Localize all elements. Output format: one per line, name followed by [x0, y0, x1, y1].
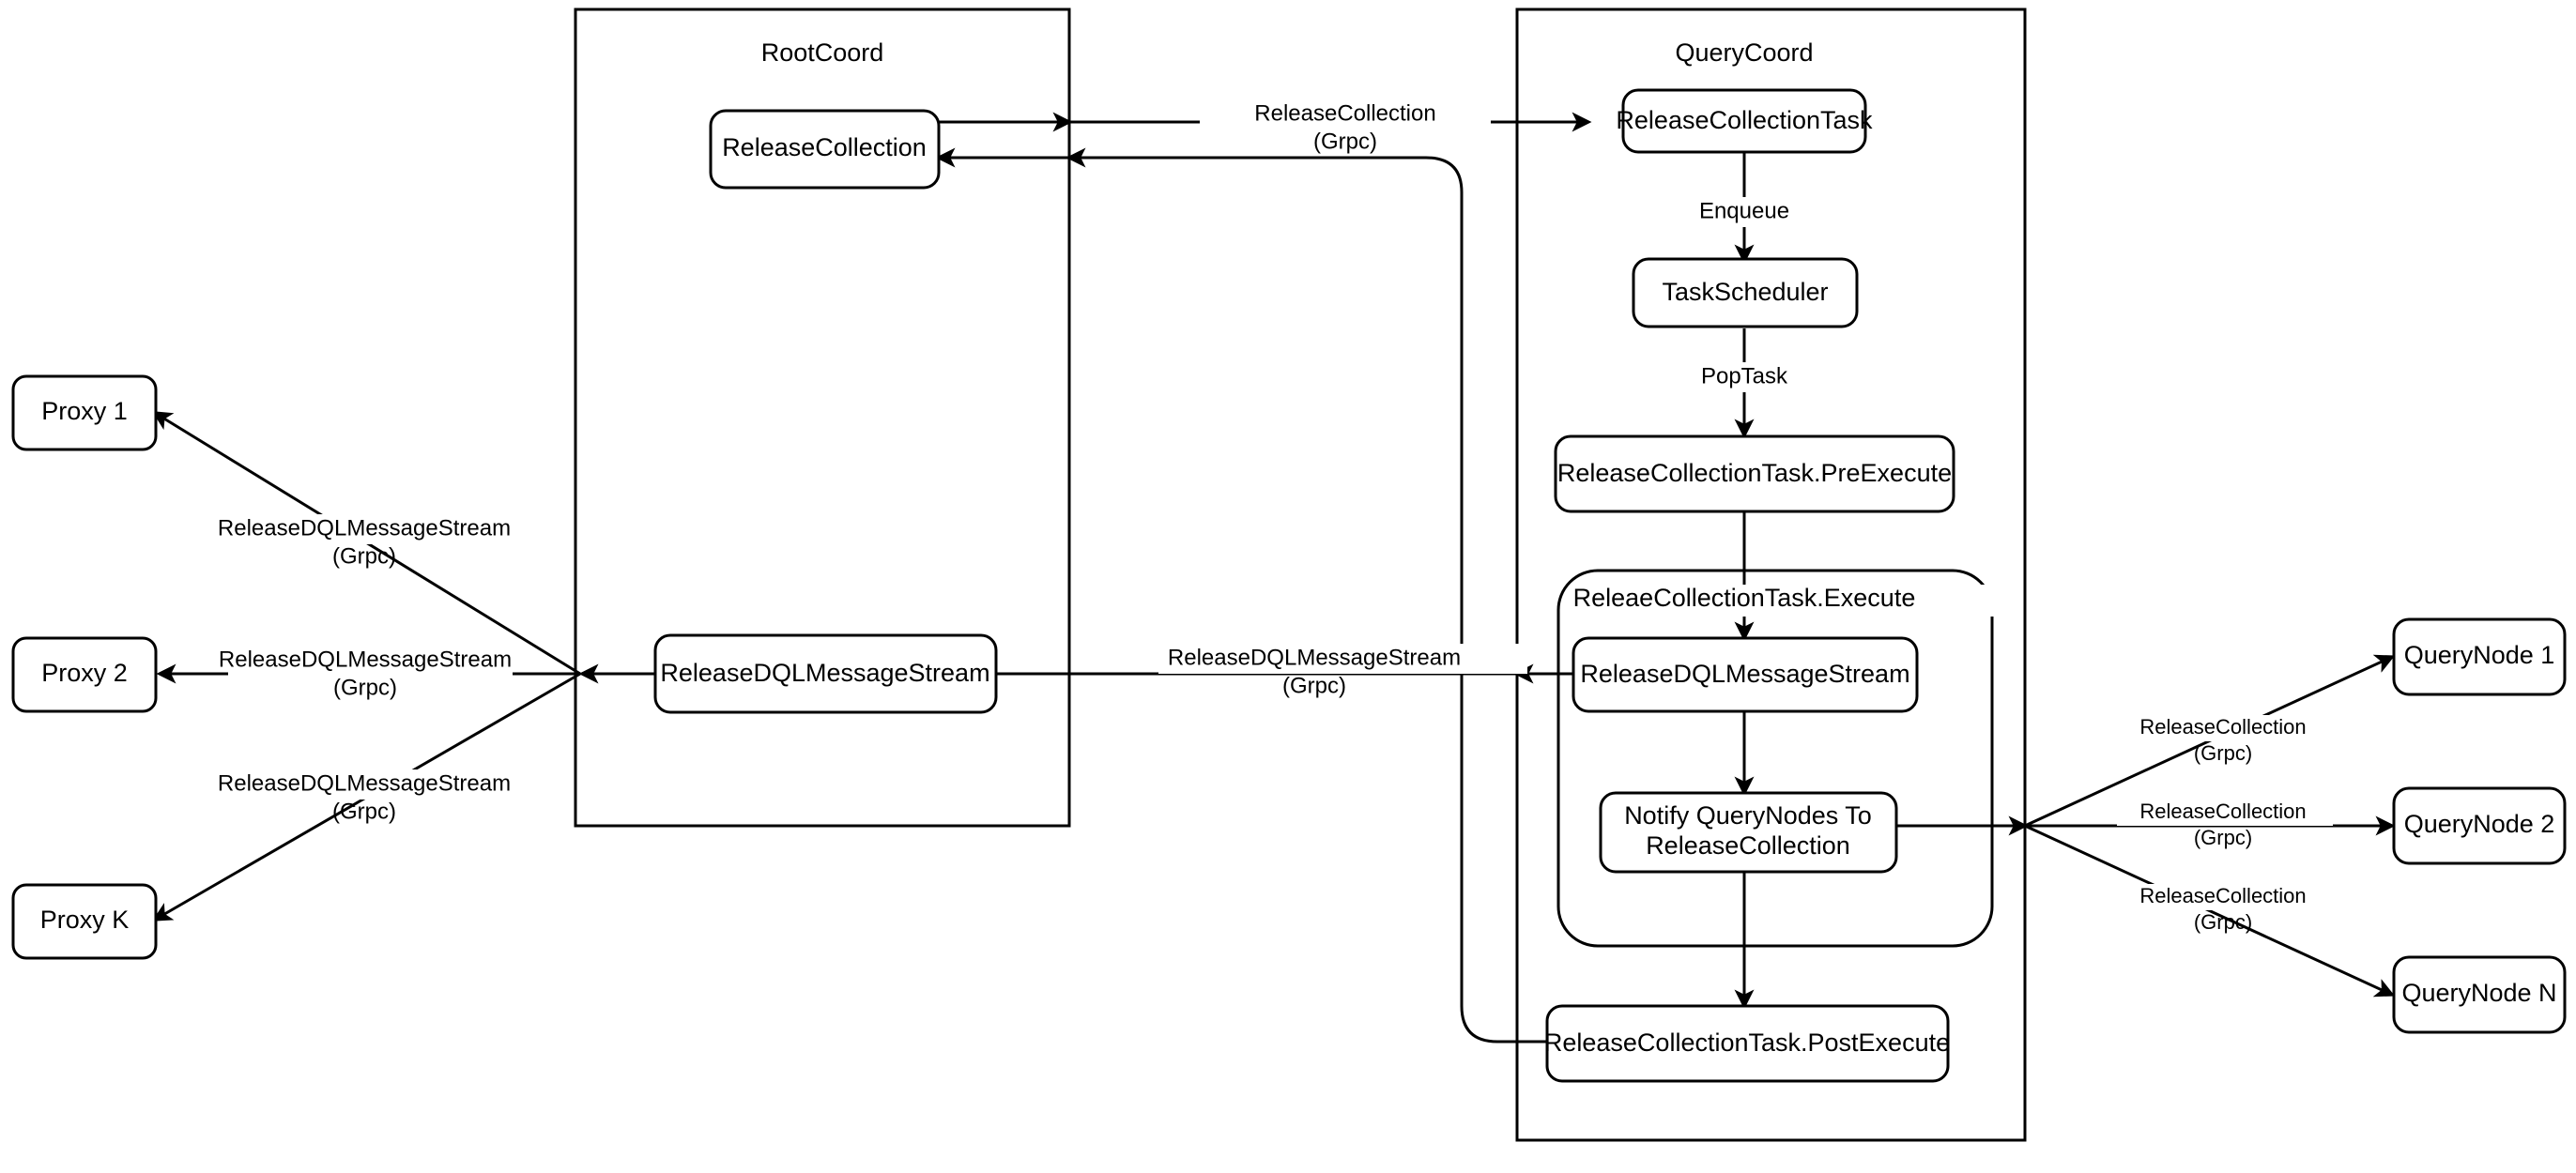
node-label-querynode-2: QueryNode 2 — [2404, 810, 2555, 838]
node-proxy-2[interactable]: Proxy 2 — [11, 636, 158, 713]
node-proxy-1[interactable]: Proxy 1 — [11, 374, 158, 451]
edge-label-qn2-line2: (Grpc) — [2194, 826, 2252, 849]
edge-label-proxyk-line1: ReleaseDQLMessageStream — [218, 770, 511, 796]
node-label-notify-line1: Notify QueryNodes To — [1624, 801, 1872, 830]
node-label-rootcoord-release-collection: ReleaseCollection — [722, 133, 927, 161]
node-pre-execute[interactable]: ReleaseCollectionTask.PreExecute — [1554, 434, 1955, 513]
edge-label-proxy-1-grpc: ReleaseDQLMessageStream (Grpc) — [218, 514, 511, 569]
edge-label-rc-to-qc-line2: (Grpc) — [1313, 129, 1377, 154]
node-querycoord-release-dql[interactable]: ReleaseDQLMessageStream — [1572, 636, 1919, 713]
node-release-collection-task[interactable]: ReleaseCollectionTask — [1616, 88, 1873, 154]
node-label-pre-execute: ReleaseCollectionTask.PreExecute — [1557, 459, 1952, 487]
edge-label-rc-to-qc-line1: ReleaseCollection — [1254, 100, 1435, 126]
edge-label-proxy-k-grpc: ReleaseDQLMessageStream (Grpc) — [218, 769, 511, 824]
node-label-querynode-1: QueryNode 1 — [2404, 641, 2555, 669]
node-querynode-n[interactable]: QueryNode N — [2392, 955, 2567, 1034]
node-notify-querynodes[interactable]: Notify QueryNodes To ReleaseCollection — [1599, 791, 1898, 874]
edge-postexecute-return-to-rootcoord — [935, 147, 1547, 1044]
node-querynode-2[interactable]: QueryNode 2 — [2392, 786, 2567, 865]
node-label-querynode-n: QueryNode N — [2401, 979, 2556, 1007]
node-task-scheduler[interactable]: TaskScheduler — [1632, 257, 1859, 328]
node-proxy-k[interactable]: Proxy K — [11, 883, 158, 960]
edge-label-poptask-text: PopTask — [1701, 363, 1788, 388]
node-label-release-collection-task: ReleaseCollectionTask — [1616, 106, 1873, 134]
edge-label-proxyk-line2: (Grpc) — [332, 799, 396, 824]
edge-label-qc-dql-grpc: ReleaseDQLMessageStream (Grpc) — [1158, 644, 1527, 698]
edge-label-qc-dql-line2: (Grpc) — [1282, 673, 1346, 698]
node-label-post-execute: ReleaseCollectionTask.PostExecute — [1544, 1028, 1950, 1057]
edge-label-querynode-1-grpc: ReleaseCollection (Grpc) — [2117, 715, 2333, 765]
panel-querycoord: QueryCoord — [1515, 8, 2027, 1142]
edge-label-qnn-line2: (Grpc) — [2194, 910, 2252, 934]
edge-label-enqueue-text: Enqueue — [1699, 198, 1789, 223]
node-post-execute[interactable]: ReleaseCollectionTask.PostExecute — [1544, 1004, 1950, 1083]
edge-label-proxy2-line1: ReleaseDQLMessageStream — [219, 647, 512, 672]
edge-label-proxy1-line2: (Grpc) — [332, 543, 396, 569]
panel-title-rootcoord: RootCoord — [761, 38, 884, 67]
node-rootcoord-release-dql[interactable]: ReleaseDQLMessageStream — [653, 633, 998, 714]
edge-label-qc-dql-line1: ReleaseDQLMessageStream — [1168, 645, 1461, 670]
node-label-proxy-k: Proxy K — [40, 906, 130, 934]
edge-label-querynode-2-grpc: ReleaseCollection (Grpc) — [2117, 800, 2333, 849]
edge-label-qn1-line2: (Grpc) — [2194, 741, 2252, 765]
group-title-execute: ReleaeCollectionTask.Execute — [1573, 584, 1916, 612]
node-label-querycoord-release-dql: ReleaseDQLMessageStream — [1580, 660, 1909, 688]
edge-label-proxy1-line1: ReleaseDQLMessageStream — [218, 515, 511, 541]
edge-label-poptask: PopTask — [1683, 362, 1805, 392]
node-label-task-scheduler: TaskScheduler — [1662, 278, 1828, 306]
edge-label-proxy2-line2: (Grpc) — [333, 675, 397, 700]
node-label-notify-line2: ReleaseCollection — [1646, 831, 1850, 860]
edge-label-qn1-line1: ReleaseCollection — [2139, 715, 2306, 739]
edge-label-enqueue: Enqueue — [1679, 197, 1810, 227]
edge-label-querynode-n-grpc: ReleaseCollection (Grpc) — [2117, 884, 2333, 934]
edge-label-proxy-2-grpc: ReleaseDQLMessageStream (Grpc) — [219, 646, 513, 700]
node-rootcoord-release-collection[interactable]: ReleaseCollection — [709, 109, 941, 190]
group-execute: ReleaeCollectionTask.Execute — [1556, 569, 1995, 948]
panel-title-querycoord: QueryCoord — [1675, 38, 1813, 67]
node-querynode-1[interactable]: QueryNode 1 — [2392, 617, 2567, 696]
node-label-proxy-1: Proxy 1 — [41, 397, 128, 425]
edge-label-releasecollection-grpc: ReleaseCollection (Grpc) — [1200, 99, 1491, 154]
node-label-proxy-2: Proxy 2 — [41, 659, 128, 687]
edge-label-qn2-line1: ReleaseCollection — [2139, 800, 2306, 823]
node-label-rootcoord-release-dql: ReleaseDQLMessageStream — [660, 659, 989, 687]
edge-label-qnn-line1: ReleaseCollection — [2139, 884, 2306, 907]
